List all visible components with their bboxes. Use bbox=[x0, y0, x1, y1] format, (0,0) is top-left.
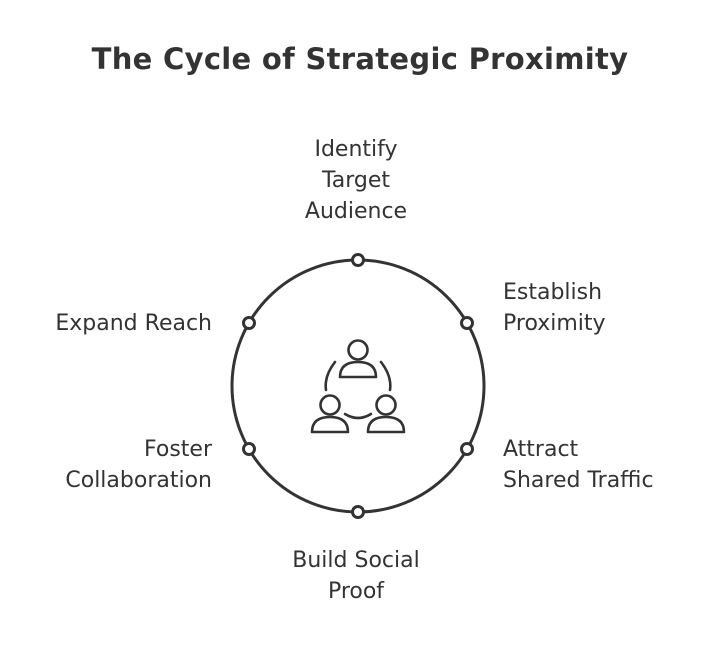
step-foster-line1: Foster bbox=[144, 437, 212, 462]
step-establish-proximity: Establish Proximity bbox=[503, 277, 606, 339]
step-expand-reach: Expand Reach bbox=[55, 308, 212, 339]
step-foster-collaboration: Foster Collaboration bbox=[65, 434, 212, 496]
step-attract-shared-traffic: Attract Shared Traffic bbox=[503, 434, 654, 496]
step-build-social-proof: Build Social Proof bbox=[236, 545, 476, 607]
step-expand-line1: Expand Reach bbox=[55, 311, 212, 336]
step-identify-line3: Audience bbox=[304, 199, 408, 224]
step-establish-line1: Establish bbox=[503, 280, 603, 305]
step-build-line1: Build Social bbox=[292, 548, 420, 573]
step-identify-target-audience: Identify Target Audience bbox=[236, 134, 476, 227]
cycle-ring bbox=[230, 258, 486, 514]
node-identify bbox=[351, 253, 365, 267]
node-expand bbox=[242, 316, 256, 330]
node-build bbox=[351, 505, 365, 519]
step-foster-line2: Collaboration bbox=[65, 468, 212, 493]
node-foster bbox=[242, 442, 256, 456]
team-people-icon bbox=[310, 339, 406, 434]
diagram-title: The Cycle of Strategic Proximity bbox=[91, 42, 629, 76]
step-identify-line2: Target bbox=[321, 168, 391, 193]
step-attract-line2: Shared Traffic bbox=[503, 468, 654, 493]
step-establish-line2: Proximity bbox=[503, 311, 606, 336]
step-build-line2: Proof bbox=[327, 579, 385, 604]
step-identify-line1: Identify bbox=[314, 137, 398, 162]
step-nodes bbox=[242, 253, 474, 519]
node-establish bbox=[460, 316, 474, 330]
step-attract-line1: Attract bbox=[503, 437, 579, 462]
node-attract bbox=[460, 442, 474, 456]
